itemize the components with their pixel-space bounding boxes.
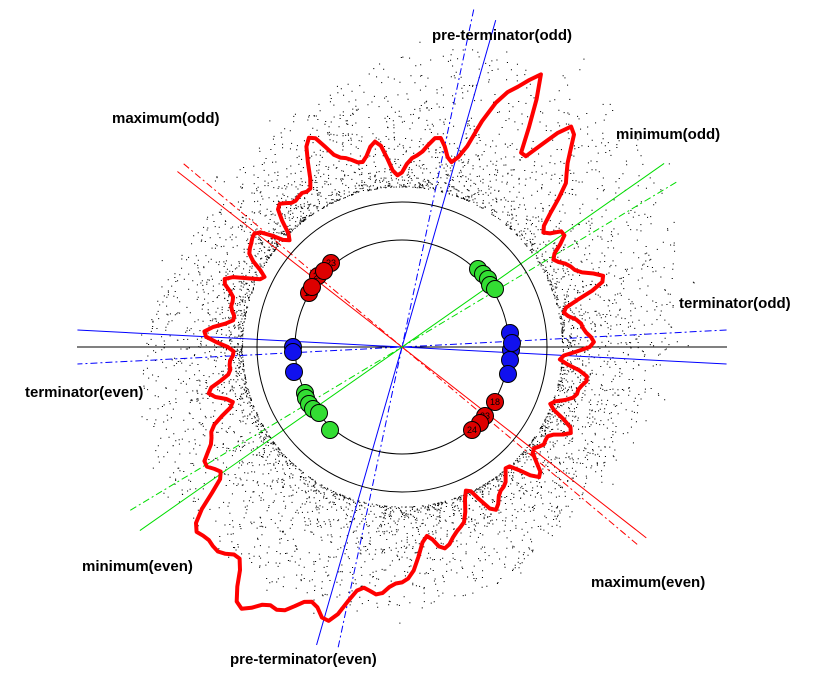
label-maximum-odd: maximum(odd) xyxy=(112,110,220,127)
red-marker xyxy=(315,262,333,280)
blue-marker xyxy=(499,365,517,383)
red-marker-number: 23 xyxy=(326,258,336,268)
label-pre-terminator-odd: pre-terminator(odd) xyxy=(432,27,572,44)
green-marker xyxy=(486,280,504,298)
label-maximum-even: maximum(even) xyxy=(591,574,705,591)
red-marker-number: 18 xyxy=(490,397,500,407)
blue-marker xyxy=(285,363,303,381)
label-minimum-odd: minimum(odd) xyxy=(616,126,720,143)
label-pre-terminator-even: pre-terminator(even) xyxy=(230,651,377,668)
event-markers: 232117182324 xyxy=(284,254,521,439)
green-marker xyxy=(310,404,328,422)
minimum-line-dashed xyxy=(127,181,677,513)
blue-marker xyxy=(503,334,521,352)
red-marker xyxy=(303,278,321,296)
pre-terminator-line-solid xyxy=(316,20,497,646)
label-terminator-odd: terminator(odd) xyxy=(679,295,791,312)
label-terminator-even: terminator(even) xyxy=(25,384,143,401)
orientation-lines xyxy=(77,9,727,651)
scatter-dots xyxy=(135,32,695,624)
maximum-line-dashed xyxy=(183,163,640,547)
outer-reference-circle xyxy=(256,201,548,493)
red-marker xyxy=(463,421,481,439)
red-marker-number: 24 xyxy=(467,425,477,435)
green-marker xyxy=(321,421,339,439)
red-marker xyxy=(486,393,504,411)
red-radial-profile xyxy=(194,72,606,623)
pre-terminator-line-dashed xyxy=(337,9,475,651)
label-minimum-even: minimum(even) xyxy=(82,558,193,575)
blue-marker xyxy=(284,343,302,361)
line-labels: pre-terminator(odd) maximum(odd) minimum… xyxy=(25,27,791,668)
scatter-points xyxy=(135,32,695,624)
